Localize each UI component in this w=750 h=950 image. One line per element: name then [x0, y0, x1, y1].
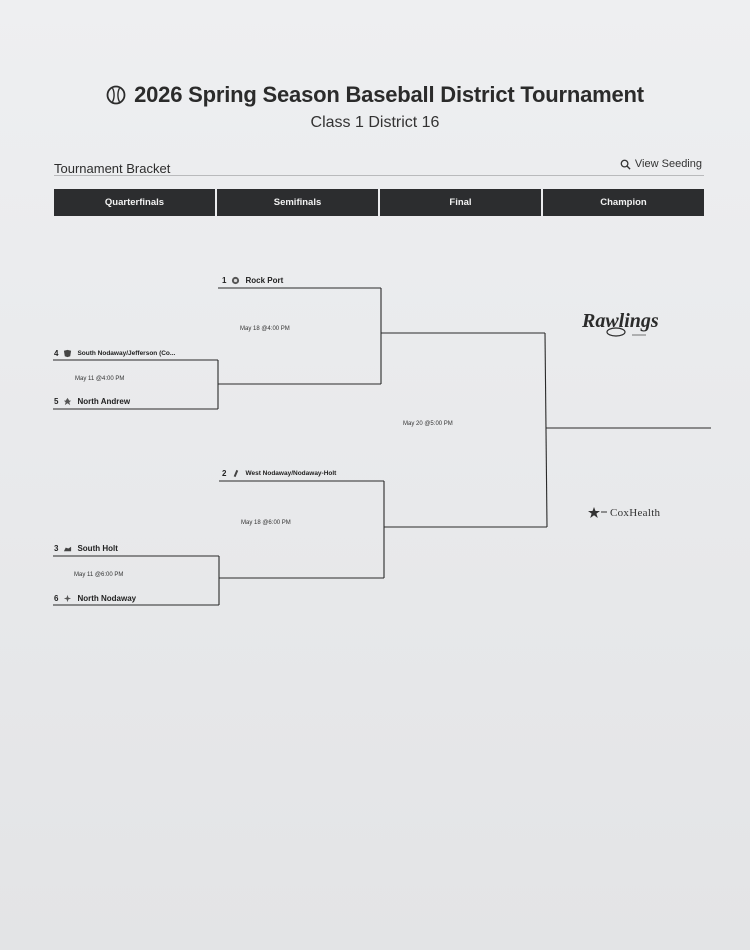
page-subtitle: Class 1 District 16	[310, 114, 440, 131]
team-name: South Nodaway/Jefferson (Co...	[77, 349, 176, 357]
seed-number: 2	[222, 468, 227, 478]
seed-number: 1	[222, 275, 227, 285]
team-logo-icon	[64, 397, 72, 405]
baseball-icon	[106, 85, 126, 105]
team-logo-icon	[64, 349, 72, 357]
qf1-bottom-team[interactable]: 5 North Andrew	[54, 392, 130, 410]
qf2-game-time: May 11 @6:00 PM	[74, 572, 124, 578]
team-logo-icon	[64, 594, 72, 602]
coxhealth-wordmark: CoxHealth	[610, 507, 661, 519]
view-seeding-label: View Seeding	[634, 158, 702, 170]
col-header-quarterfinals: Quarterfinals	[54, 189, 215, 216]
team-logo-icon	[234, 469, 239, 477]
col-header-semifinals: Semifinals	[217, 189, 378, 216]
seed-number: 3	[54, 543, 59, 553]
section-divider	[54, 175, 704, 176]
qf1-game-time: May 11 @4:00 PM	[75, 376, 125, 382]
col-header-final: Final	[380, 189, 541, 216]
rawlings-wordmark: Rawlings	[581, 310, 659, 332]
qf2-top-team[interactable]: 3 South Holt	[54, 539, 118, 557]
final-game-time: May 20 @5:00 PM	[403, 421, 453, 427]
coxhealth-logo: CoxHealth	[588, 506, 660, 520]
star-icon	[588, 507, 607, 518]
rawlings-logo-mark: Rawlings	[581, 310, 659, 337]
qf2-bottom-team[interactable]: 6 North Nodaway	[54, 589, 136, 607]
team-name: West Nodaway/Nodaway-Holt	[245, 469, 337, 477]
search-icon	[620, 159, 631, 170]
team-name: North Nodaway	[77, 593, 137, 603]
rawlings-logo: Rawlings	[580, 305, 664, 346]
team-name: Rock Port	[245, 275, 284, 285]
team-name: South Holt	[77, 543, 118, 553]
view-seeding-link[interactable]: View Seeding	[620, 158, 702, 170]
col-header-champion: Champion	[543, 189, 704, 216]
page-title-row: 2026 Spring Season Baseball District Tou…	[0, 82, 750, 110]
team-logo-icon	[232, 276, 240, 284]
title-text: 2026 Spring Season Baseball District Tou…	[134, 82, 644, 107]
page-title: 2026 Spring Season Baseball District Tou…	[106, 82, 644, 108]
seed-number: 6	[54, 593, 59, 603]
team-logo-icon	[64, 546, 72, 551]
sf1-game-time: May 18 @4:00 PM	[240, 326, 290, 332]
team-name: North Andrew	[77, 396, 131, 406]
section-title: Tournament Bracket	[54, 161, 171, 176]
seed-number: 4	[54, 348, 59, 358]
sf2-top-team[interactable]: 2 West Nodaway/Nodaway-Holt	[222, 464, 336, 482]
sf1-top-team[interactable]: 1 Rock Port	[222, 271, 283, 289]
qf1-top-team[interactable]: 4 South Nodaway/Jefferson (Co...	[54, 344, 175, 362]
seed-number: 5	[54, 396, 59, 406]
sf2-game-time: May 18 @6:00 PM	[241, 520, 291, 526]
